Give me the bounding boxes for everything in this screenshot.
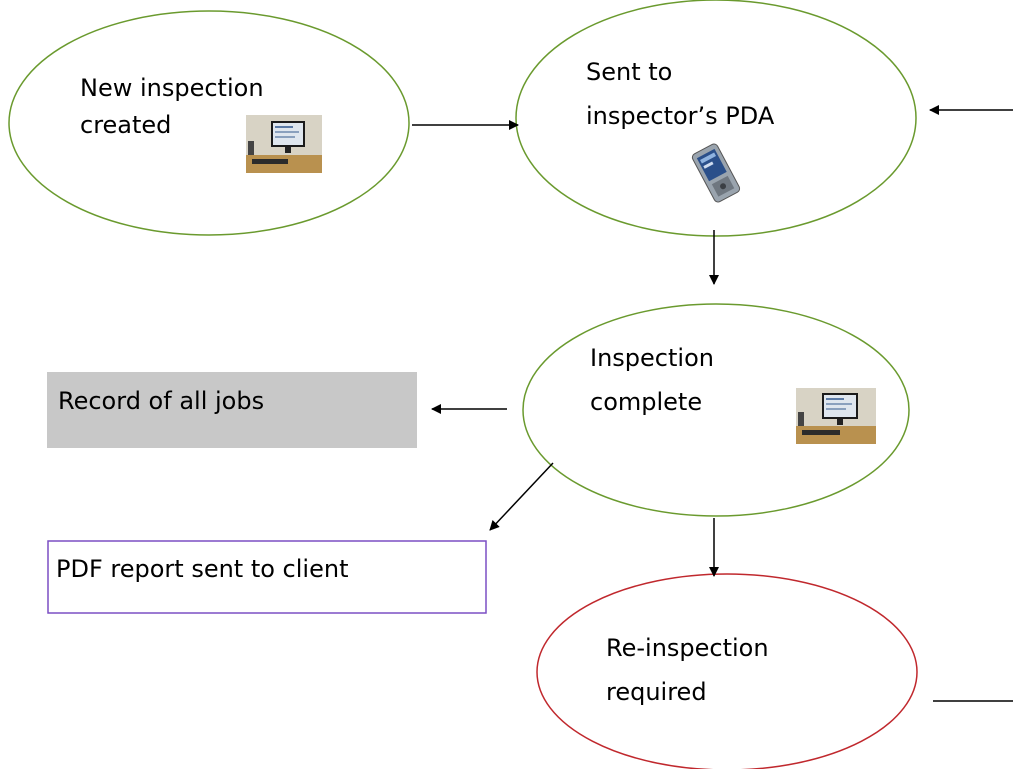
pdf-report-label: PDF report sent to client: [56, 555, 348, 583]
node-reinspection-required: Re-inspection required: [536, 573, 918, 769]
node-reinspection-required-line1: Re-inspection: [606, 634, 769, 662]
record-box-background: [47, 372, 417, 448]
desktop-computer-icon: [246, 115, 322, 173]
box-pdf-report: PDF report sent to client: [47, 540, 487, 614]
node-new-inspection-line2: created: [80, 111, 171, 139]
node-new-inspection-line1: New inspection: [80, 74, 264, 102]
pda-phone-icon: [691, 143, 741, 203]
node-inspection-complete: Inspection complete: [522, 303, 910, 517]
desktop-computer-icon: [796, 388, 876, 444]
ellipse-new-inspection: [8, 10, 410, 236]
box-record-of-all-jobs: Record of all jobs: [47, 372, 417, 448]
node-sent-to-pda: Sent to inspector’s PDA: [515, 0, 917, 237]
arrow-complete-to-pdf: [489, 462, 554, 531]
node-sent-to-pda-line1: Sent to: [586, 58, 672, 86]
node-sent-to-pda-line2: inspector’s PDA: [586, 102, 775, 130]
node-inspection-complete-line1: Inspection: [590, 344, 714, 372]
ellipse-reinspection-required: [536, 573, 918, 769]
connectors: [412, 105, 1013, 702]
node-reinspection-required-line2: required: [606, 678, 707, 706]
ellipse-inspection-complete: [522, 303, 910, 517]
node-inspection-complete-line2: complete: [590, 388, 702, 416]
record-of-all-jobs-label: Record of all jobs: [58, 387, 264, 415]
node-new-inspection: New inspection created: [8, 10, 410, 236]
ellipse-sent-to-pda: [515, 0, 917, 237]
pdf-box-border: [47, 540, 487, 614]
